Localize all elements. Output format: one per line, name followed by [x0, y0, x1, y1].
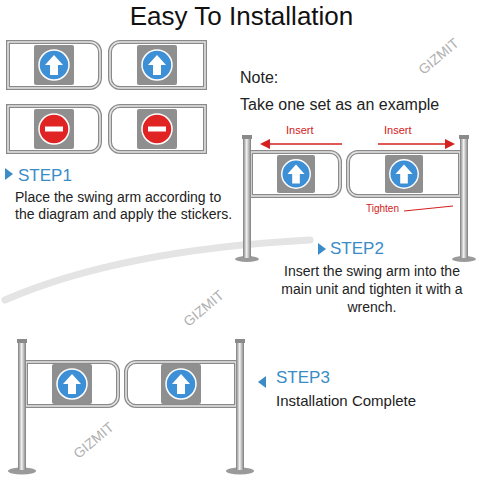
gate-assembly	[8, 339, 254, 475]
post-cap	[459, 135, 469, 139]
no-entry-sticker	[137, 109, 177, 149]
leader-line	[404, 206, 453, 211]
callout: Insert	[384, 124, 412, 137]
post-cap	[242, 135, 252, 139]
post-cap	[235, 339, 245, 343]
step-marker	[5, 168, 13, 180]
post	[460, 138, 468, 258]
watermark: GIZMIT	[180, 287, 227, 331]
no-entry-sticker	[34, 109, 74, 149]
step-marker	[318, 243, 326, 255]
insert-arrow	[378, 143, 453, 145]
up-arrow-sticker	[277, 155, 315, 193]
up-arrow-sticker	[34, 45, 74, 85]
swing-arm-set	[8, 42, 205, 152]
up-arrow-sticker	[52, 364, 92, 404]
post	[243, 138, 251, 258]
up-arrow-sticker	[385, 155, 423, 193]
swoosh	[5, 240, 310, 300]
callout: Tighten	[366, 203, 399, 215]
gate-assembly	[235, 135, 476, 262]
up-arrow-sticker	[137, 45, 177, 85]
step-heading: STEP1	[18, 166, 72, 186]
step-heading: STEP2	[330, 239, 384, 259]
watermark: GIZMIT	[415, 35, 462, 79]
title: Easy To Installation	[0, 1, 483, 31]
insert-arrow	[262, 143, 342, 145]
step-text: Installation Complete	[276, 392, 416, 410]
post-cap	[17, 339, 27, 343]
post	[236, 342, 244, 470]
step-text: Place the swing arm according to the dia…	[15, 189, 237, 223]
post	[18, 342, 26, 470]
watermark: GIZMIT	[70, 419, 117, 463]
up-arrow-sticker	[161, 364, 201, 404]
note-text: Take one set as an example	[240, 95, 439, 114]
step-text: Insert the swing arm into the main unit …	[268, 262, 476, 316]
step-heading: STEP3	[276, 368, 330, 388]
callout: Insert	[286, 124, 314, 137]
note-heading: Note:	[240, 68, 278, 87]
step-marker	[258, 376, 266, 388]
